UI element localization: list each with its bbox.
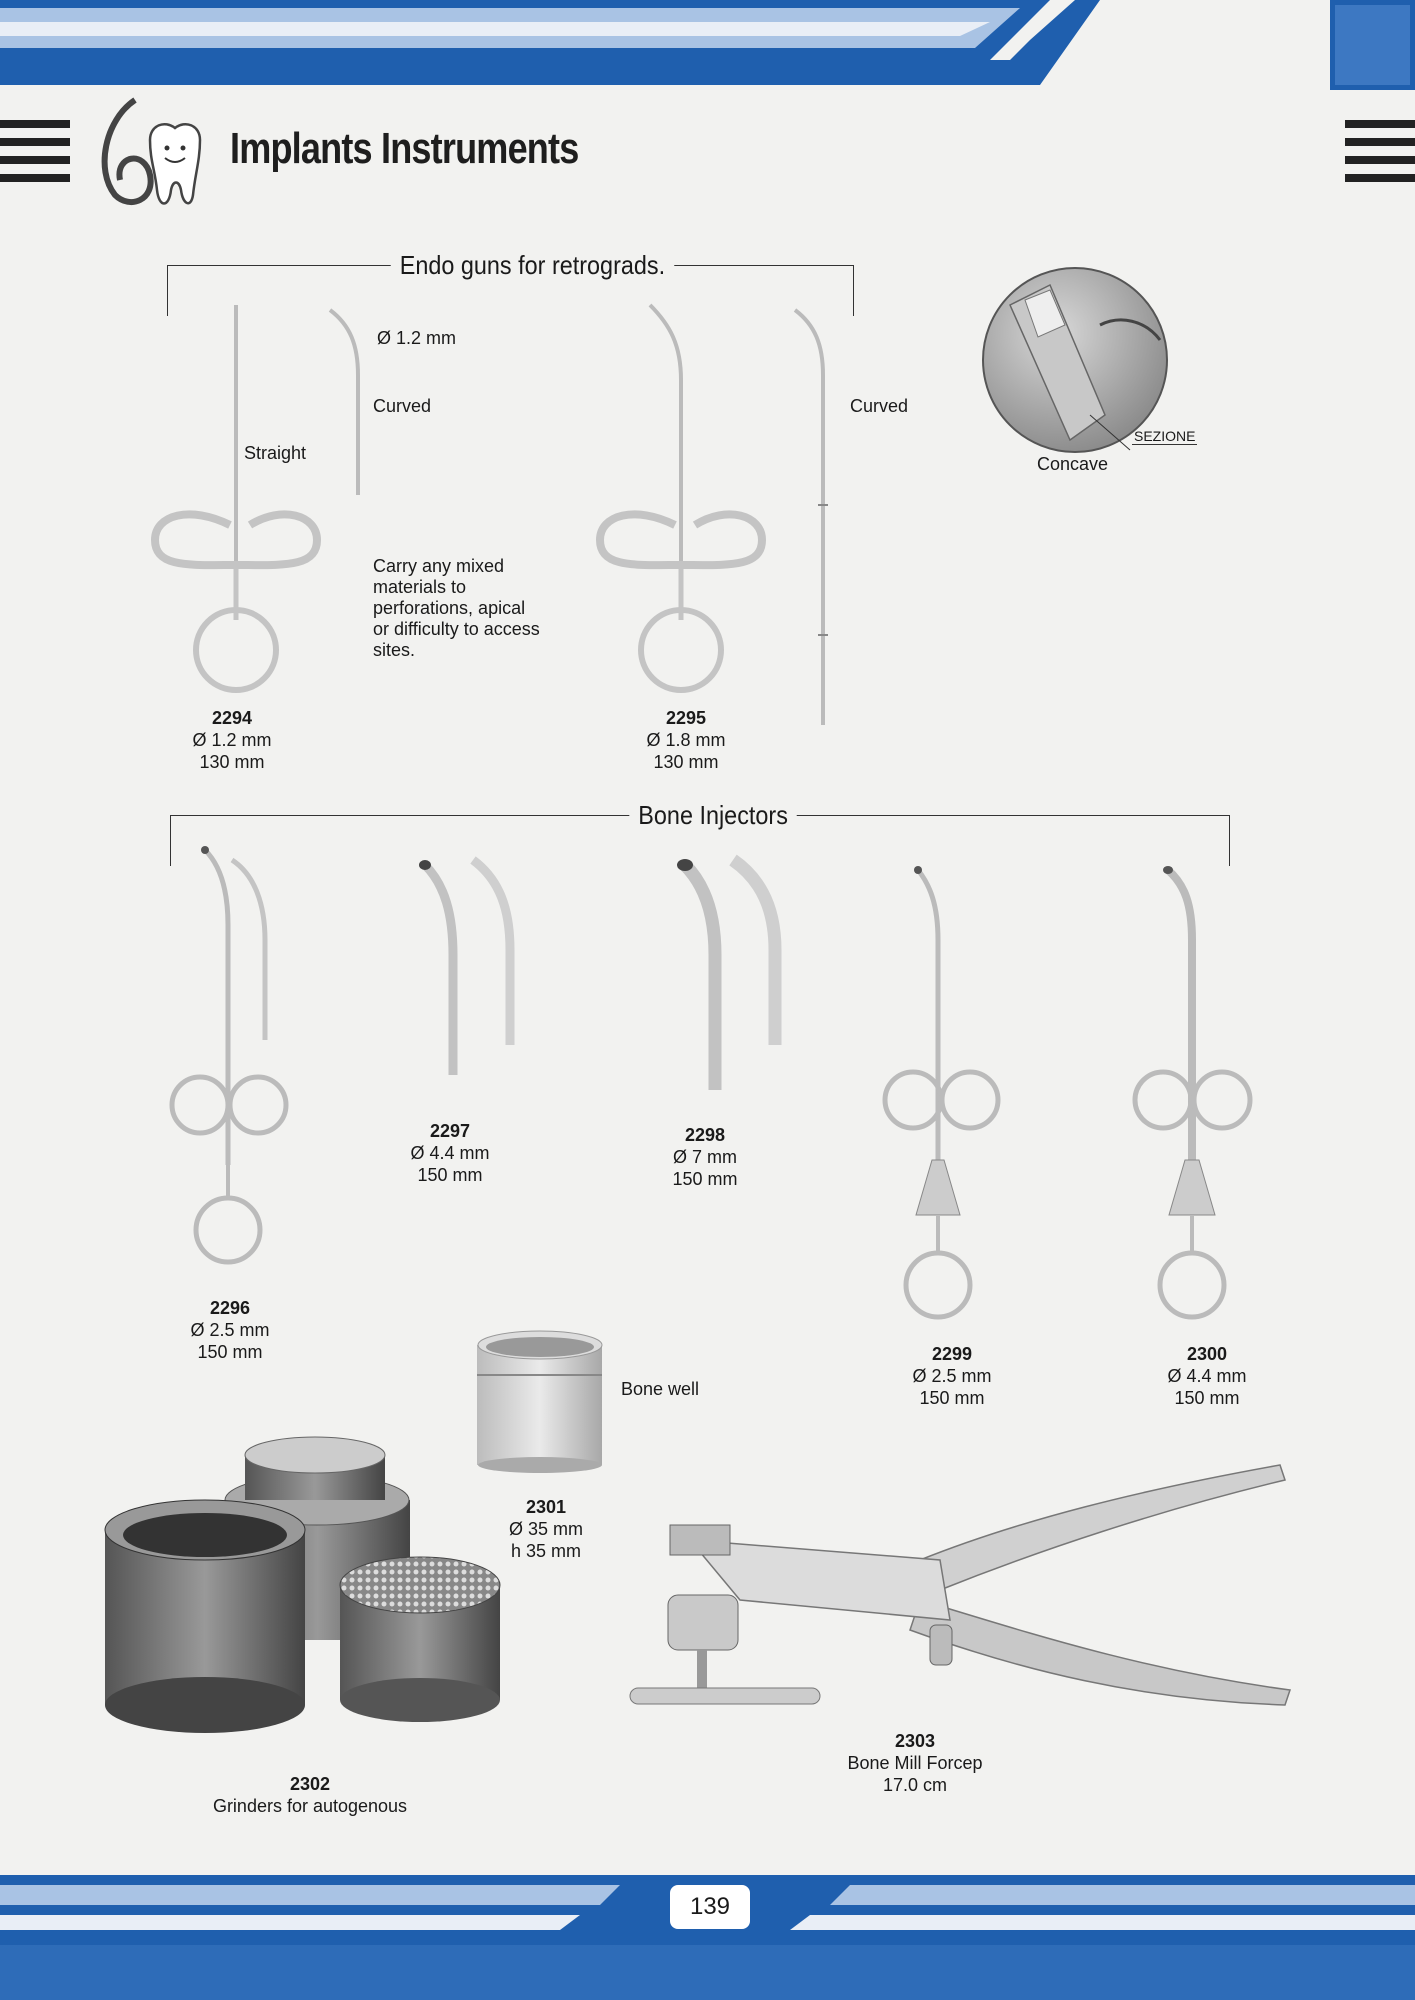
endo-curved-label-1: Curved [373,396,432,416]
grinders-image [104,1436,501,1733]
page-number: 139 [670,1885,750,1929]
concave-section-image [982,267,1168,453]
endo-diameter-label: Ø 1.2 mm [377,328,457,348]
endo-straight-label: Straight [244,443,307,463]
left-stripes [0,120,70,182]
bone-well-label: Bone well [621,1379,700,1399]
bone-injector-2298 [677,854,782,1090]
bone-injector-2299 [882,866,1001,1320]
endo-tip-curved-2 [793,308,828,725]
endo-curved-label-2: Curved [850,396,909,416]
endo-note: Carry any mixed materials to perforation… [373,556,540,660]
sezione-label: SEZIONE [1132,428,1198,445]
page-title: Implants Instruments [230,124,579,173]
bone-injector-2297 [419,856,515,1075]
bone-section-title: Bone Injectors [629,800,797,831]
bone-injector-2296 [169,846,289,1265]
endo-gun-2295 [595,303,767,693]
endo-gun-2294 [150,305,322,693]
top-band [0,0,1415,90]
endo-section-title: Endo guns for retrograds. [390,250,675,281]
bone-injector-2300 [1132,866,1253,1320]
bone-well-image [477,1330,603,1473]
tooth-mascot-icon [101,97,202,206]
right-stripes [1345,120,1415,182]
bone-mill-forcep-image [629,1464,1291,1706]
endo-tip-curved-1 [328,308,360,495]
concave-label: Concave [1037,454,1109,474]
